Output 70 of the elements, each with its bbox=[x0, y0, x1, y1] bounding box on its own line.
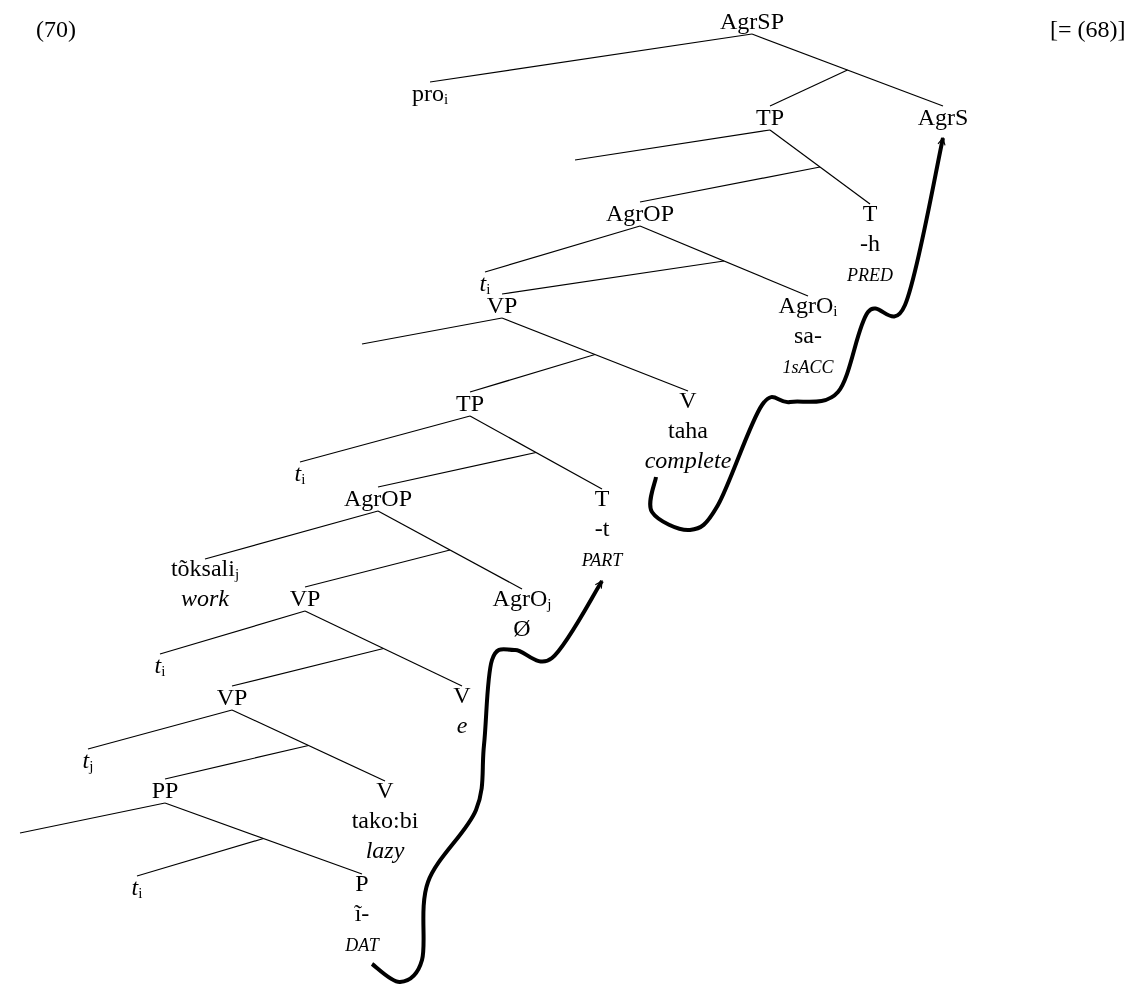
gloss-text: 1sACC bbox=[782, 357, 834, 377]
gloss-text: lazy bbox=[365, 837, 405, 863]
node-label: TP bbox=[456, 388, 484, 418]
gloss-text: work bbox=[181, 585, 229, 611]
morpheme-text: tako:bi bbox=[351, 807, 419, 833]
tree-branch bbox=[377, 510, 523, 590]
tree-branch bbox=[159, 610, 306, 655]
node-label: AgrO$_{j}$ bbox=[492, 585, 552, 611]
gloss-text: PRED bbox=[847, 265, 893, 285]
node-label: V bbox=[453, 682, 471, 708]
tree-branch bbox=[769, 129, 871, 205]
node-label: AgrOP bbox=[344, 483, 412, 513]
node-label: t$_{j}$ bbox=[82, 745, 94, 775]
gloss-text: PART bbox=[581, 550, 623, 570]
movement-arrow bbox=[648, 137, 946, 533]
node-label: AgrS bbox=[917, 102, 969, 132]
node-label: VP bbox=[289, 583, 321, 613]
morpheme-text: taha bbox=[668, 417, 708, 443]
morpheme-text: sa- bbox=[794, 322, 822, 348]
tree-branch bbox=[751, 33, 944, 107]
node-label: V bbox=[679, 387, 697, 413]
tree-branch bbox=[299, 415, 471, 463]
node-label: T bbox=[594, 485, 610, 511]
morpheme-text: Ø bbox=[513, 615, 531, 641]
tree-branch bbox=[429, 33, 753, 83]
example-number: (70) bbox=[36, 15, 76, 44]
tree-branch bbox=[501, 260, 725, 295]
morpheme-text: -h bbox=[860, 230, 880, 256]
gloss-text: complete bbox=[644, 447, 732, 473]
tree-branch bbox=[164, 802, 363, 875]
tree-branch bbox=[639, 225, 809, 297]
node-label: PP bbox=[151, 775, 179, 805]
tree-branch bbox=[19, 802, 166, 834]
node-label: t$_{i}$ bbox=[479, 268, 491, 298]
node-label: TP bbox=[756, 102, 784, 132]
node-label: t$_{i}$ bbox=[294, 458, 306, 488]
gloss-text: DAT bbox=[345, 935, 379, 955]
tree-branch bbox=[164, 744, 310, 780]
node-label: P bbox=[355, 870, 369, 896]
node-label: t$_{i}$ bbox=[131, 872, 143, 902]
tree-branch bbox=[484, 225, 641, 273]
node-label: AgrOP bbox=[606, 198, 674, 228]
tree-branch bbox=[377, 451, 537, 488]
node-label: T bbox=[862, 200, 878, 226]
tree-branch bbox=[769, 69, 849, 107]
cross-reference: [= (68)] bbox=[1050, 15, 1126, 44]
morpheme-text: ĩ- bbox=[354, 900, 370, 926]
tree-branch bbox=[136, 837, 265, 877]
tree-branch bbox=[204, 510, 379, 560]
tree-branch bbox=[469, 353, 596, 393]
node-label: V bbox=[376, 777, 394, 803]
tree-branch bbox=[574, 129, 771, 161]
morpheme-text: -t bbox=[594, 515, 610, 541]
node-label: AgrO$_{i}$ bbox=[778, 292, 838, 318]
node-label: pro$_{i}$ bbox=[411, 78, 449, 108]
tree-branch bbox=[304, 610, 463, 687]
node-label: t$_{i}$ bbox=[154, 650, 166, 680]
tree-branch bbox=[361, 317, 503, 345]
tree-branch bbox=[469, 415, 603, 490]
node-label: AgrSP bbox=[720, 6, 784, 36]
tree-branch bbox=[231, 709, 386, 782]
tree-branch bbox=[304, 549, 451, 588]
tree-branch bbox=[501, 317, 689, 392]
tree-branch bbox=[87, 709, 233, 750]
node-label: VP bbox=[216, 682, 248, 712]
tree-branch bbox=[639, 166, 821, 203]
tree-branch bbox=[231, 647, 385, 687]
movement-arrow bbox=[370, 579, 604, 984]
node-label: tõksali$_{j}$ bbox=[170, 555, 240, 581]
gloss-text: e bbox=[456, 712, 468, 738]
